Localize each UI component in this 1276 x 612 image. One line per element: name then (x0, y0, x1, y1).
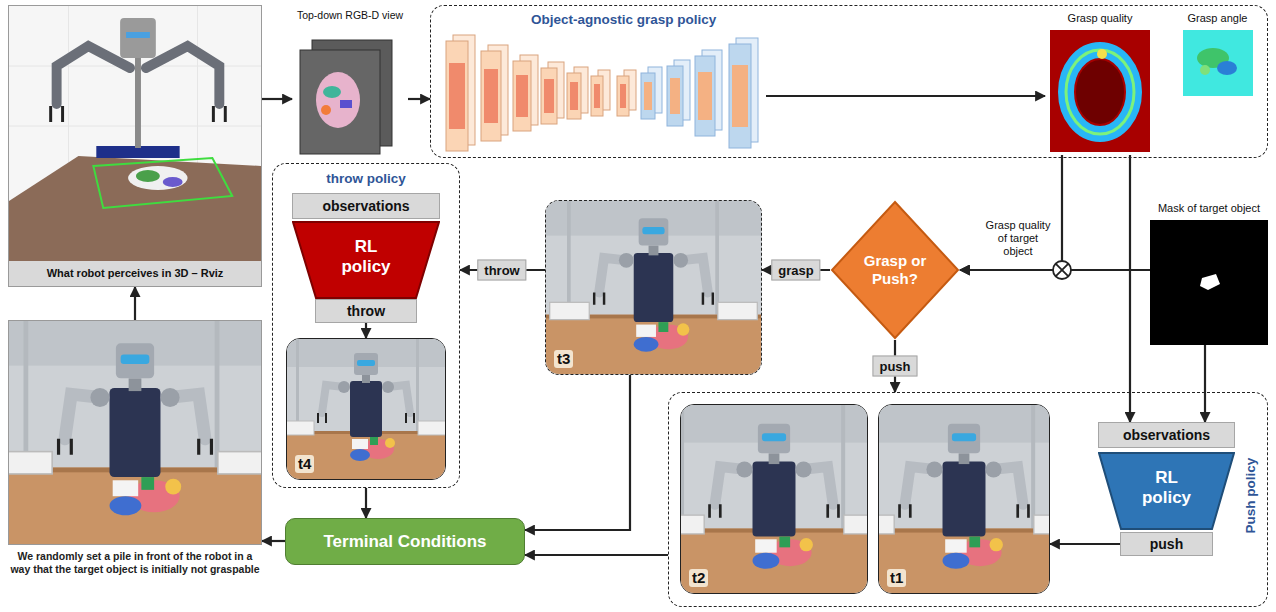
edge-label: Grasp quality of target object (982, 219, 1054, 258)
process-box: throw (315, 299, 417, 323)
photo-frame: t1 (878, 404, 1050, 594)
connector (262, 98, 292, 100)
connector (1204, 345, 1206, 422)
connector (525, 375, 630, 530)
scene-caption: We randomly set a pile in front of the r… (8, 550, 262, 576)
image-title: Mask of target object (1158, 200, 1260, 216)
process-box: observations (292, 193, 440, 219)
rgbd-images (292, 8, 408, 158)
policy-label: RL policy (335, 237, 397, 277)
grasp-angle-map (1183, 30, 1253, 96)
policy-group: Object-agnostic grasp policy Grasp qualit… (430, 5, 1268, 158)
photo-frame: t4 (286, 338, 446, 480)
grasp-photo (546, 201, 761, 374)
box-label: throw (347, 303, 385, 319)
photo-frame: t2 (680, 404, 868, 594)
box-label: observations (1123, 427, 1210, 443)
grasp-quality-map (1050, 30, 1150, 152)
push-photo (681, 405, 867, 593)
decision-diamond: Grasp or Push? (830, 200, 960, 340)
policy-network: RL policy (1098, 452, 1235, 530)
group-title: throw policy (273, 171, 459, 186)
image-panel: Mask of target object (1150, 200, 1268, 345)
decision-label: Grasp or Push? (855, 252, 935, 288)
policy-label: RL policy (1136, 468, 1198, 508)
connector (525, 554, 668, 556)
image-title: Grasp angle (1188, 10, 1248, 26)
edge-label: push (872, 356, 917, 377)
rgbd-view: Top-down RGB-D view (292, 8, 408, 158)
connector (960, 155, 1062, 270)
rviz-panel: What robot perceives in 3D – Rviz (8, 5, 262, 287)
time-step: t1 (887, 569, 906, 587)
connector (408, 98, 430, 100)
scene-photo: We randomly set a pile in front of the r… (8, 320, 262, 576)
connector (365, 488, 367, 518)
image-panel: Grasp quality (1045, 10, 1155, 155)
view-title: Top-down RGB-D view (292, 8, 408, 22)
box-label: push (1150, 536, 1183, 552)
edge-label: throw (477, 260, 526, 281)
rviz-render (9, 6, 261, 261)
image-panel: Grasp angle (1175, 10, 1260, 105)
process-box: push (1120, 532, 1213, 556)
policy-network: RL policy (292, 221, 440, 299)
process-box: observations (1098, 422, 1235, 448)
photo-frame: t3 (545, 200, 762, 375)
edge-label: grasp (771, 260, 820, 281)
scene-photo (8, 320, 262, 545)
time-step: t4 (295, 455, 314, 473)
terminal-box: Terminal Conditions (285, 518, 525, 565)
policy-group: Push policy t2 t1 observations RL policy pus… (668, 392, 1268, 607)
connector (1050, 543, 1120, 545)
group-title: Push policy (1243, 451, 1258, 541)
terminal-label: Terminal Conditions (323, 532, 486, 552)
connector (262, 540, 285, 542)
time-step: t2 (689, 569, 708, 587)
connector (365, 323, 367, 338)
panel-caption: What robot perceives in 3D – Rviz (9, 261, 261, 286)
push-photo (879, 405, 1049, 593)
group-title: Object-agnostic grasp policy (531, 12, 716, 27)
connector (1129, 155, 1131, 422)
image-title: Grasp quality (1068, 10, 1133, 26)
box-label: observations (322, 198, 409, 214)
policy-group: throw policy observations RL policy throw t… (272, 163, 460, 488)
time-step: t3 (554, 350, 573, 368)
connector (134, 287, 136, 320)
target-mask (1150, 220, 1268, 345)
